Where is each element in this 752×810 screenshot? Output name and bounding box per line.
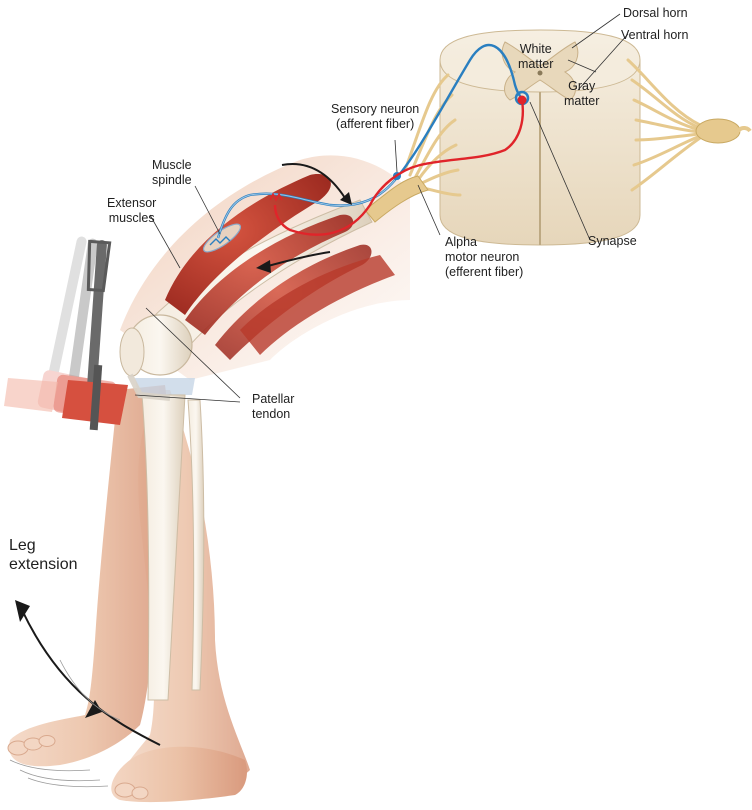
reflex-hammer <box>4 236 128 431</box>
leg-extension-label: Leg extension <box>9 537 78 573</box>
muscle-spindle-label: Muscle spindle <box>152 158 192 187</box>
tibia <box>141 394 205 701</box>
lower-leg-front <box>7 385 168 767</box>
afferent-fiber <box>216 43 530 239</box>
synapse-label: Synapse <box>588 234 637 248</box>
leader-lines <box>134 13 629 403</box>
efferent-direction-arrow <box>256 251 331 273</box>
dorsal-root-ganglion <box>695 118 752 144</box>
patellar-tendon-label: Patellar tendon <box>252 392 295 421</box>
spinal-cord <box>439 29 641 246</box>
white-matter-label: White matter <box>518 42 554 71</box>
ventral-horn-label: Ventral horn <box>621 28 689 42</box>
muscle-spindle <box>202 223 242 253</box>
spinal-nerve-roots-right <box>626 58 702 192</box>
motion-lines <box>9 659 121 788</box>
sensory-neuron-label: Sensory neuron (afferent fiber) <box>331 102 420 131</box>
gray-matter-label: Gray matter <box>564 79 600 108</box>
knee-joint <box>119 314 195 395</box>
extensor-muscles <box>165 174 395 360</box>
dorsal-horn-label: Dorsal horn <box>623 6 688 20</box>
nerve-bundle <box>364 175 429 223</box>
extensor-muscles-label: Extensor muscles <box>107 196 157 225</box>
afferent-direction-arrow <box>281 163 352 205</box>
foot-resting <box>111 746 247 803</box>
efferent-fiber <box>269 95 527 236</box>
alpha-motor-neuron-label: Alpha motor neuron (efferent fiber) <box>445 235 524 279</box>
